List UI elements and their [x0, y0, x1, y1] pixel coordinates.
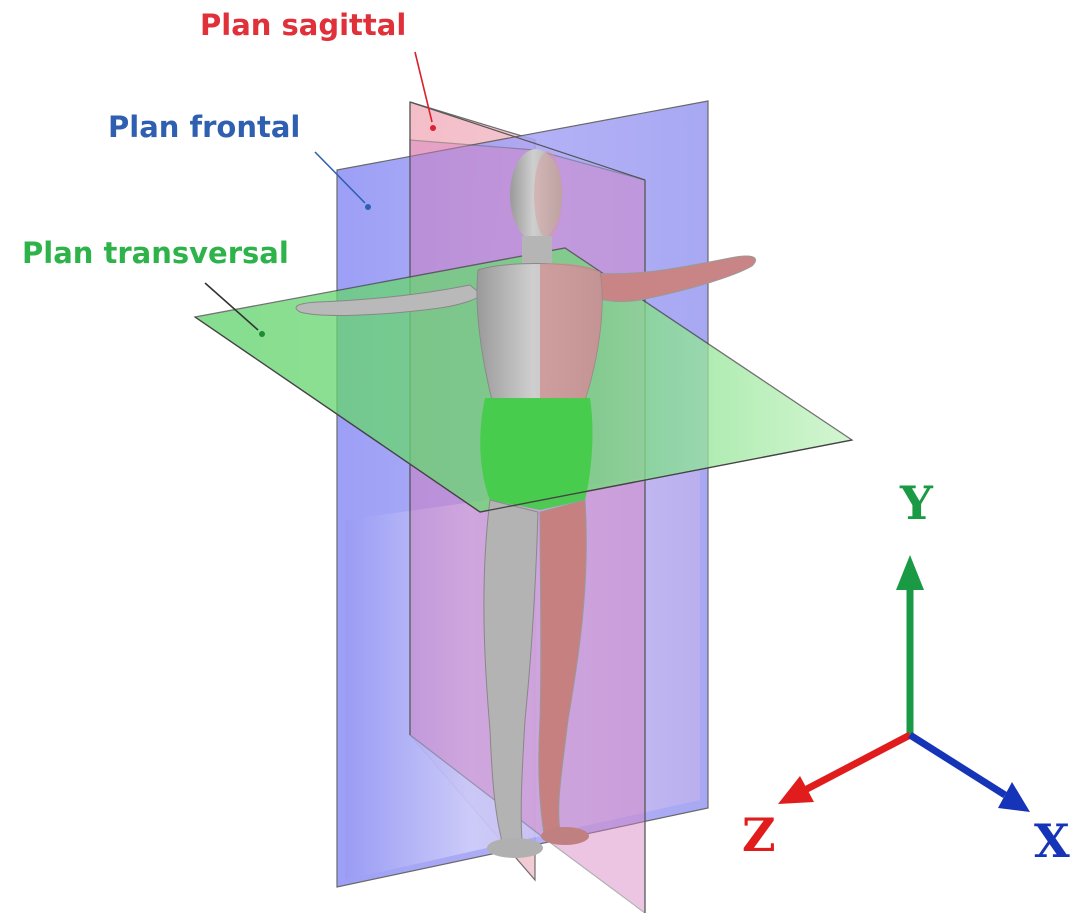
head — [510, 149, 562, 241]
sagittal-pointer-dot — [430, 125, 436, 131]
label-plan-frontal: Plan frontal — [108, 110, 301, 144]
axis-z-arrowhead — [778, 776, 814, 804]
label-plan-sagittal: Plan sagittal — [200, 8, 407, 42]
axis-x-label: X — [1034, 814, 1070, 868]
axis-y-arrowhead — [896, 555, 924, 590]
left-arm — [295, 284, 483, 316]
sagittal-pointer-line — [414, 51, 433, 123]
axis-x-line — [908, 732, 1007, 798]
head-right-tint — [534, 151, 562, 239]
torso-right-tint — [540, 263, 603, 400]
transversal-plane-front-edge — [194, 316, 481, 513]
neck — [522, 236, 552, 266]
axis-z-line — [803, 731, 912, 794]
right-arm — [584, 255, 757, 303]
transversal-pointer-dot — [259, 331, 265, 337]
shorts — [480, 398, 593, 510]
right-foot — [541, 827, 589, 845]
frontal-pointer-dot — [365, 204, 371, 210]
coordinate-axes — [778, 555, 1030, 812]
frontal-pointer-line — [314, 151, 366, 204]
left-foot — [487, 838, 543, 858]
sagittal-plane-top-edge — [409, 101, 646, 181]
transversal-pointer-line — [204, 282, 259, 331]
transversal-plane-front-edge-right — [479, 439, 853, 513]
axis-x-arrowhead — [998, 782, 1030, 812]
axis-y-label: Y — [900, 476, 933, 530]
axis-z-label: Z — [742, 808, 776, 862]
human-figure — [295, 149, 757, 858]
label-plan-transversal: Plan transversal — [22, 236, 289, 270]
